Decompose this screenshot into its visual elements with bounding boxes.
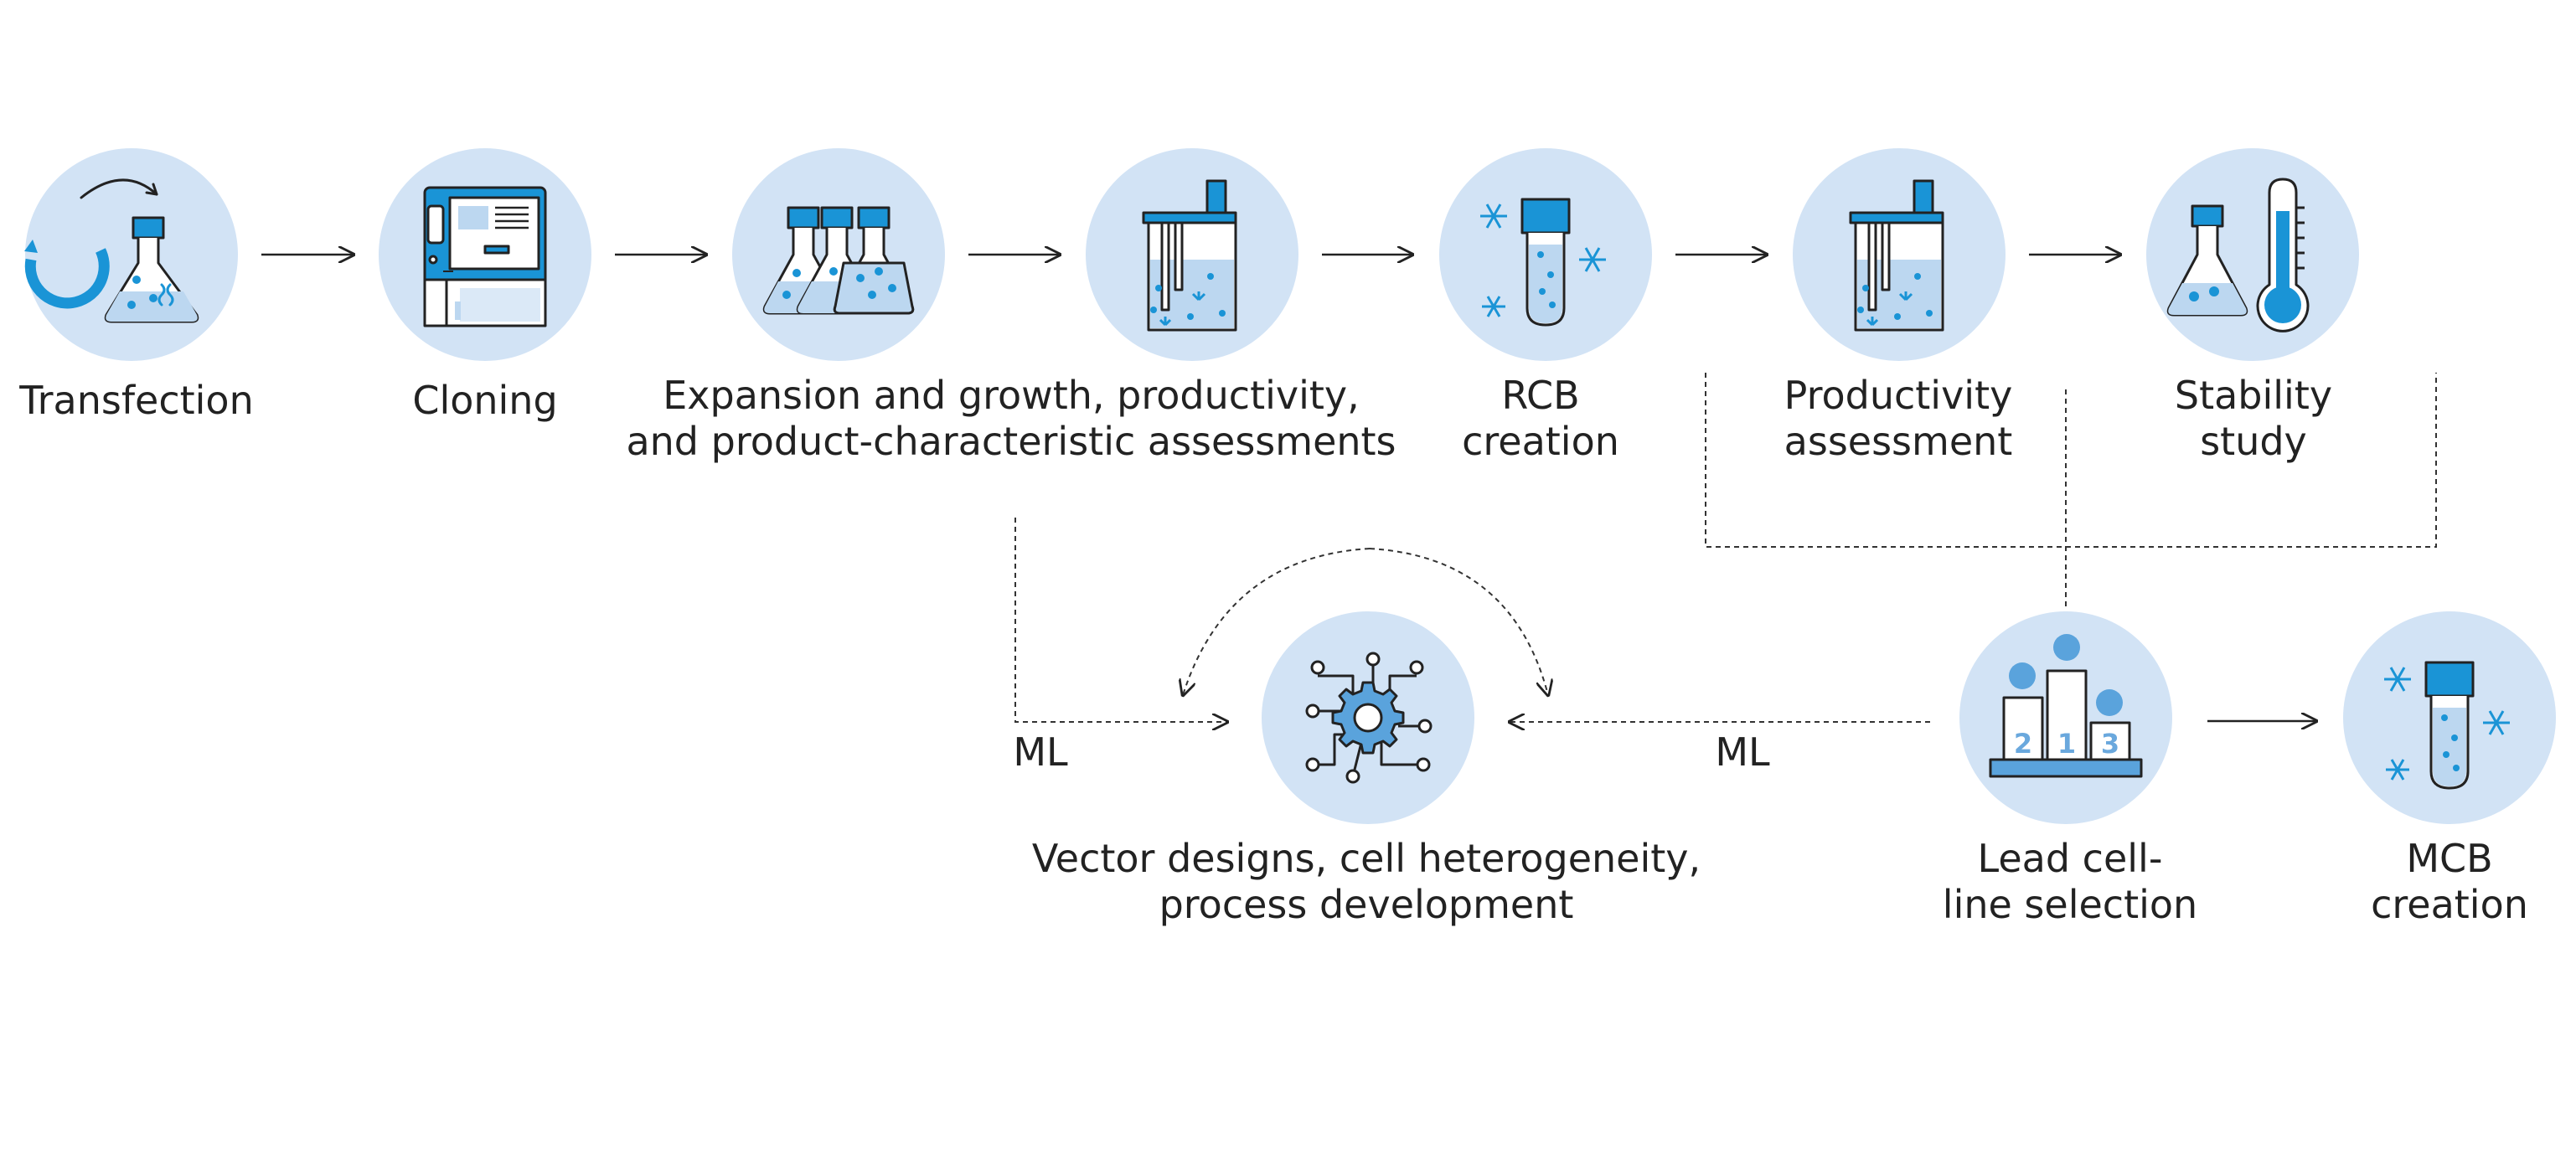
flask-thermometer-icon [2166,178,2310,332]
gear-network-icon [1305,652,1433,784]
label-productivity-line2: assessment [1784,419,2013,464]
dashed-connectors [1014,373,2437,722]
three-flasks-icon [762,206,915,315]
podium-number-second: 2 [2014,728,2032,760]
podium-number-first: 1 [2057,728,2076,760]
label-ml-hub-line2: process development [1159,882,1574,927]
dashed-arrow-expansion-to-ml [1014,518,1227,722]
bioreactor-icon [1142,179,1237,332]
label-cloning: Cloning [412,378,557,423]
label-ml-hub-line1: Vector designs, cell heterogeneity, [1032,836,1701,881]
circle-stability [2146,148,2359,361]
label-productivity-line1: Productivity [1784,373,2013,418]
label-expansion-line2: and product-characteristic assessments [626,419,1396,464]
frozen-tube-icon [1480,198,1606,327]
label-mcb-line2: creation [2371,882,2528,927]
dashed-bracket-lead-selection [1705,373,2437,548]
label-lead-line1: Lead cell- [1978,836,2163,881]
cloning-instrument-icon [423,186,547,327]
label-mcb-line1: MCB [2406,836,2492,881]
label-rcb-line2: creation [1462,419,1619,464]
label-stability-line1: Stability [2175,373,2332,418]
label-transfection: Transfection [18,378,253,423]
podium-icon: 2 1 3 [1989,634,2143,778]
podium-number-third: 3 [2101,728,2119,760]
edge-label-ml-left: ML [1013,729,1068,775]
label-rcb-line1: RCB [1501,373,1579,418]
transfection-icon [24,178,199,323]
dashed-loop-arrow-right [1369,548,1548,695]
connectors [261,255,2316,721]
label-expansion-line1: Expansion and growth, productivity, [663,373,1360,418]
edge-label-ml-right: ML [1715,729,1770,775]
frozen-tube-icon [2384,661,2510,790]
node-circles [25,148,2556,824]
label-stability-line2: study [2200,419,2307,464]
label-lead-line2: line selection [1943,882,2197,927]
labels: Transfection Cloning Expansion and growt… [18,373,2528,927]
bioreactor-icon [1849,179,1944,332]
